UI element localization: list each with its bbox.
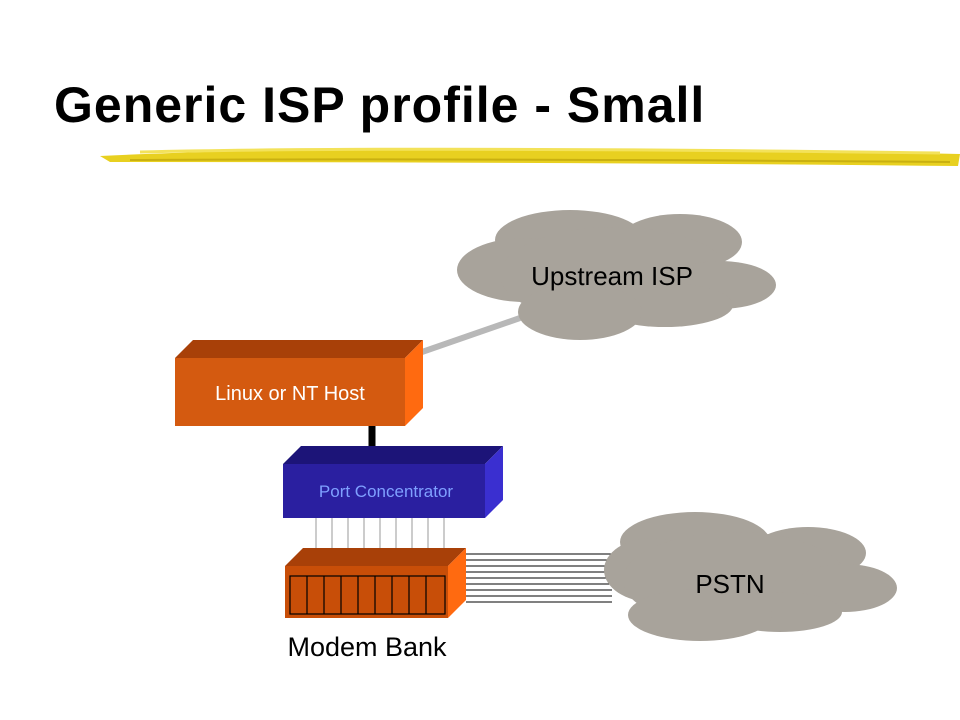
port-concentrator-label: Port Concentrator xyxy=(319,482,454,501)
host-label: Linux or NT Host xyxy=(215,383,365,405)
upstream-isp-label: Upstream ISP xyxy=(531,261,693,291)
host-box: Linux or NT Host xyxy=(175,340,423,426)
pstn-cloud: PSTN xyxy=(604,512,897,641)
cloud-shape xyxy=(457,210,776,340)
cloud-shape xyxy=(604,512,897,641)
modem-bank-label: Modem Bank xyxy=(287,632,447,662)
concentrator-modem-wires xyxy=(315,518,445,550)
pstn-label: PSTN xyxy=(695,569,764,599)
title-underline xyxy=(100,147,960,166)
modem-slots xyxy=(289,575,446,615)
port-concentrator-box: Port Concentrator xyxy=(283,446,503,518)
upstream-isp-cloud: Upstream ISP xyxy=(457,210,776,340)
slide-title: Generic ISP profile - Small xyxy=(54,77,706,133)
modem-pstn-lines xyxy=(466,553,612,603)
modem-bank-box xyxy=(285,548,466,618)
link-host-upstream xyxy=(421,315,521,355)
